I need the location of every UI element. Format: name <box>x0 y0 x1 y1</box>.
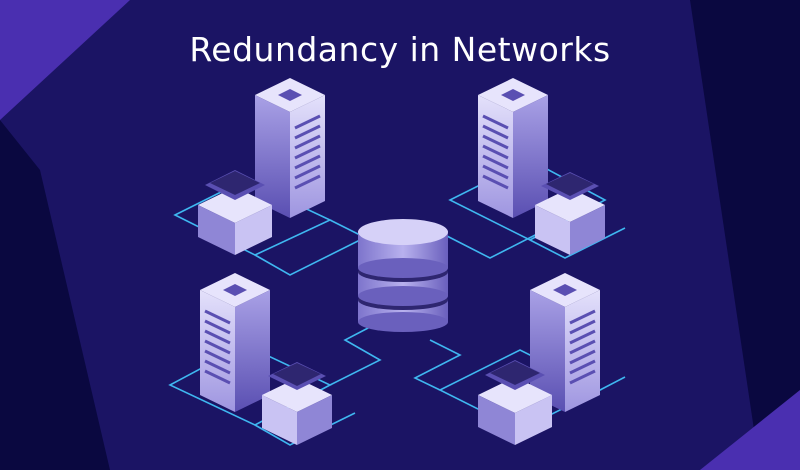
storage-unit-bottom-left <box>262 362 332 445</box>
storage-unit-top-left <box>198 170 272 255</box>
central-database-icon <box>358 219 448 332</box>
storage-unit-bottom-right <box>478 360 552 445</box>
bottom-right-corner-shape <box>700 390 800 470</box>
top-left-corner-shape <box>0 0 130 120</box>
server-rack-bottom-right <box>530 273 600 412</box>
storage-unit-top-right <box>535 172 605 255</box>
server-rack-top-right <box>478 78 548 218</box>
left-dark-band <box>0 120 110 470</box>
server-rack-top-left <box>255 78 325 218</box>
page-title: Redundancy in Networks <box>189 30 611 69</box>
server-rack-bottom-left <box>200 273 270 412</box>
right-dark-band <box>690 0 800 470</box>
